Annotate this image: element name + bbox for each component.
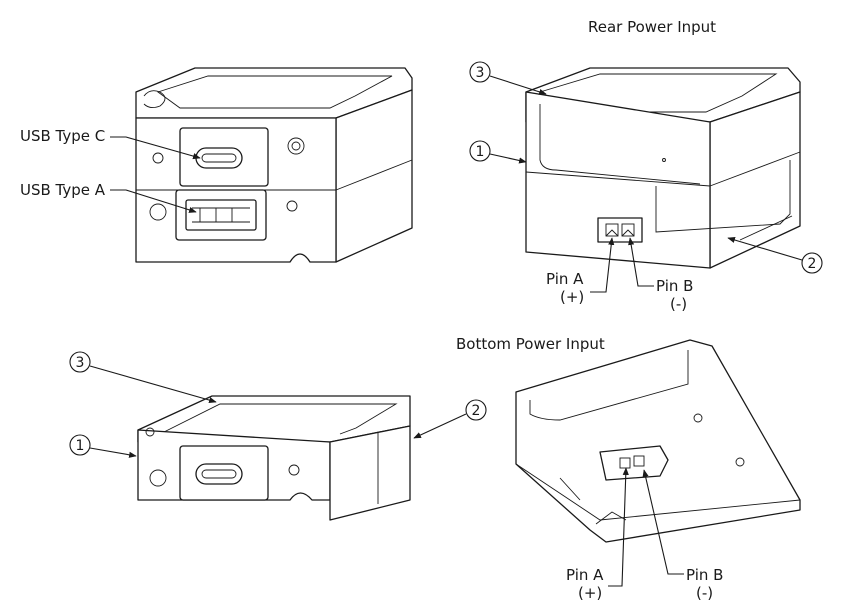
- label-pin-b-polarity-rear: (-): [670, 295, 687, 313]
- callout-2-rear: 2: [801, 252, 823, 274]
- svg-text:2: 2: [808, 256, 817, 272]
- svg-text:3: 3: [476, 65, 485, 81]
- svg-text:2: 2: [472, 403, 481, 419]
- svg-text:1: 1: [76, 438, 85, 454]
- view-rear-power: [525, 67, 801, 269]
- label-pin-b-polarity-bottom: (-): [696, 584, 713, 602]
- callout-1-rear: 1: [469, 140, 491, 162]
- label-pin-b-bottom: Pin B: [686, 566, 723, 584]
- label-pin-a-polarity-rear: (+): [560, 288, 584, 306]
- svg-text:3: 3: [76, 355, 85, 371]
- label-pin-a-rear: Pin A: [546, 270, 584, 288]
- title-bottom-power-input: Bottom Power Input: [456, 335, 605, 353]
- svg-text:1: 1: [476, 144, 485, 160]
- label-usb-type-a: USB Type A: [20, 181, 106, 199]
- label-pin-a-polarity-bottom: (+): [578, 584, 602, 602]
- label-pin-b-rear: Pin B: [656, 277, 693, 295]
- view-bottom-power: [515, 339, 801, 543]
- callout-2-flat: 2: [465, 399, 487, 421]
- callout-3-rear: 3: [469, 61, 491, 83]
- label-pin-a-bottom: Pin A: [566, 566, 604, 584]
- title-rear-power-input: Rear Power Input: [588, 18, 716, 36]
- callout-3-flat: 3: [69, 351, 91, 373]
- view-usb-front: [135, 67, 413, 263]
- label-usb-type-c: USB Type C: [20, 127, 105, 145]
- view-usb-flat: [137, 395, 411, 521]
- callout-1-flat: 1: [69, 434, 91, 456]
